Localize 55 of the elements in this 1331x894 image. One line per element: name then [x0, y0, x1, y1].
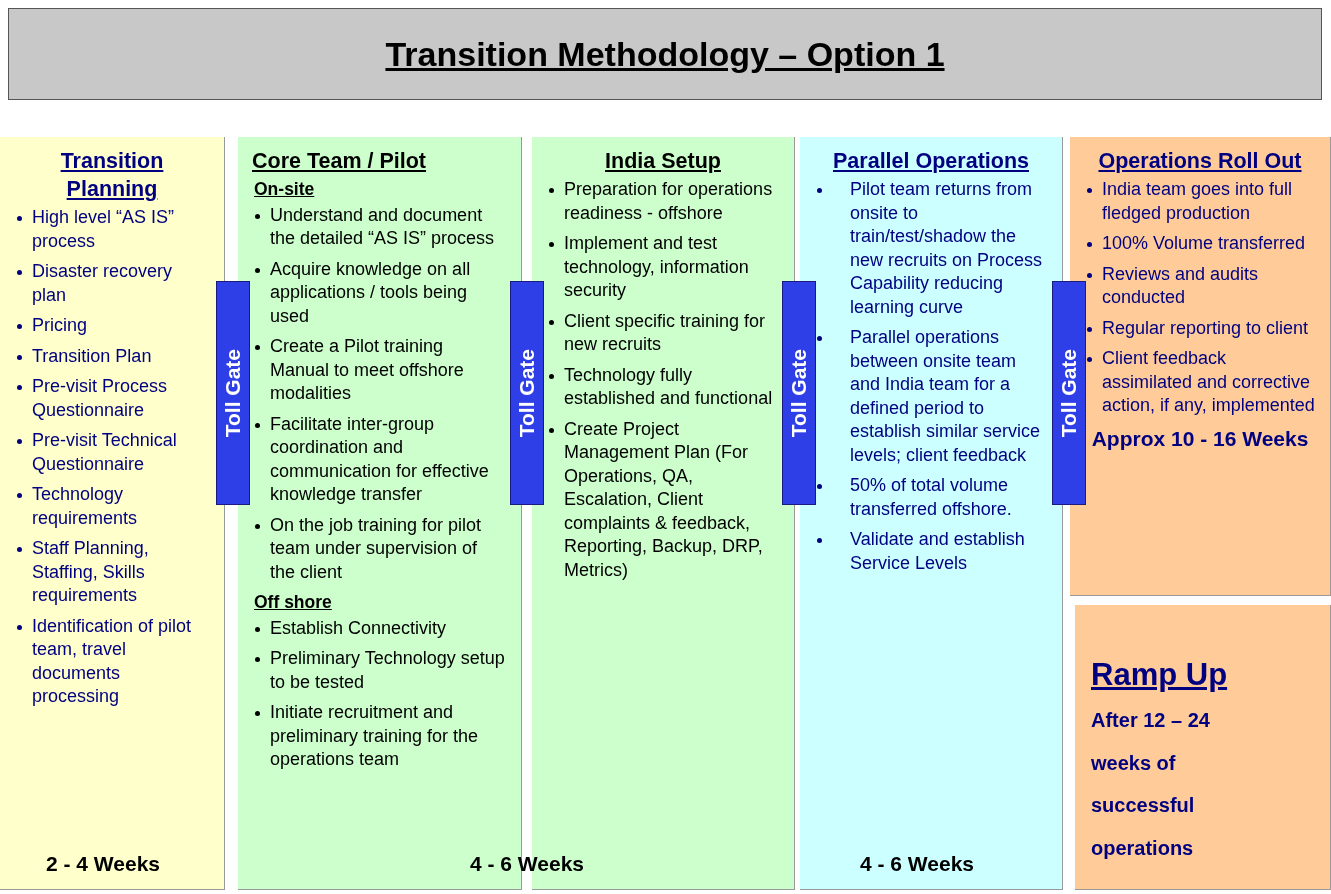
- bullet-item: Facilitate inter-group coordination and communication for effective knowledge transfer: [252, 412, 507, 507]
- duration-text: 4 - 6 Weeks: [860, 852, 974, 876]
- bullet-item: Initiate recruitment and preliminary training for the operations team: [252, 701, 507, 772]
- phase-heading: Operations Roll Out: [1097, 148, 1303, 175]
- title-text: Transition Methodology – Option 1: [385, 34, 945, 74]
- section-heading: Off shore: [254, 591, 333, 614]
- toll-gate-bar: [510, 281, 544, 505]
- bullet-item: Preparation for operations readiness - offshore: [546, 178, 780, 225]
- bullet-item: Understand and document the detailed “AS IS” process: [252, 203, 507, 251]
- bullet-item: Client specific training for new recruits: [546, 309, 780, 357]
- bullet-item: 100% Volume transferred: [1084, 232, 1316, 256]
- bullet-item: Pre-visit Technical Questionnaire: [14, 429, 210, 476]
- phase-heading: Parallel Operations: [832, 148, 1030, 175]
- duration-text: 4 - 6 Weeks: [470, 852, 584, 876]
- toll-gate-bar: [782, 281, 816, 505]
- panel-text: After 12 – 24 weeks of successful operations: [1091, 708, 1211, 861]
- duration-text: 2 - 4 Weeks: [46, 852, 160, 876]
- bullet-item: Transition Plan: [14, 344, 210, 368]
- toll-gate-bar: [1052, 281, 1086, 505]
- bullet-item: Identification of pilot team, travel documents processing: [14, 614, 210, 709]
- bullet-item: Regular reporting to client: [1084, 316, 1316, 340]
- phase-column: [0, 137, 225, 890]
- bullet-item: Pre-visit Process Questionnaire: [14, 375, 210, 422]
- bullet-item: On the job training for pilot team under supervision of the client: [252, 513, 507, 584]
- bullet-item: Preliminary Technology setup to be tested: [252, 647, 507, 694]
- bullet-item: Implement and test technology, information security: [546, 232, 780, 303]
- ramp-up-panel: [1075, 605, 1331, 890]
- bullet-item: India team goes into full fledged production: [1084, 178, 1316, 225]
- bullet-item: Establish Connectivity: [252, 616, 507, 640]
- bullet-item: Reviews and audits conducted: [1084, 262, 1316, 310]
- bullet-item: High level “AS IS” process: [14, 206, 210, 253]
- gate-label: Toll Gate: [515, 348, 539, 438]
- bullet-item: Technology requirements: [14, 483, 210, 530]
- section-heading: On-site: [254, 178, 316, 201]
- phase-heading: India Setup: [604, 148, 722, 175]
- bullet-item: Validate and establish Service Levels: [814, 528, 1048, 575]
- bullet-item: Pricing: [14, 314, 210, 338]
- bullet-item: Disaster recovery plan: [14, 260, 210, 307]
- bullet-item: Parallel operations between onsite team and India team for a defined period to establish similar service levels; client feedback: [814, 326, 1048, 467]
- bullet-item: 50% of total volume transferred offshore.: [814, 474, 1048, 521]
- bullet-item: Technology fully established and functional: [546, 363, 780, 411]
- bullet-item: Acquire knowledge on all applications / tools being used: [252, 257, 507, 328]
- gate-label: Toll Gate: [787, 348, 811, 438]
- duration-text: Approx 10 - 16 Weeks: [1090, 425, 1310, 452]
- toll-gate-bar: [216, 281, 250, 505]
- bullet-item: Client feedback assimilated and corrective action, if any, implemented: [1084, 347, 1316, 418]
- bullet-item: Create a Pilot training Manual to meet offshore modalities: [252, 335, 507, 406]
- gate-label: Toll Gate: [1057, 348, 1081, 438]
- panel-heading: Ramp Up: [1091, 656, 1229, 694]
- gate-label: Toll Gate: [221, 348, 245, 438]
- phase-heading: Transition Planning: [59, 148, 165, 203]
- bullet-item: Create Project Management Plan (For Operations, QA, Escalation, Client complaints & feedback, Reporting, Backup, DRP, Metrics): [546, 417, 780, 582]
- bullet-item: Pilot team returns from onsite to train/test/shadow the new recruits on Process Capability reducing learning curve: [814, 178, 1048, 319]
- bullet-item: Staff Planning, Staffing, Skills requirements: [14, 537, 210, 608]
- phase-heading: Core Team / Pilot: [252, 148, 428, 175]
